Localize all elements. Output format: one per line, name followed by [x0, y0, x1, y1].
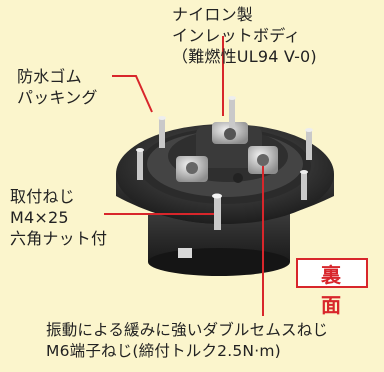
leader-lines: [104, 36, 264, 316]
leader-rubber-packing: [112, 75, 153, 113]
label-terminal-screw: 振動による緩みに強いダブルセムスねじ M6端子ねじ(締付トルク2.5N·m): [46, 321, 329, 360]
rear-side-badge: 裏 面: [296, 258, 368, 317]
label-nylon-body: ナイロン製 インレットボディ （難燃性UL94 V-0): [172, 5, 317, 66]
label-mounting-screw: 取付ねじ M4×25 六角ナット付: [10, 187, 108, 248]
mounting-bolts: [136, 96, 313, 230]
label-rubber-packing: 防水ゴム パッキング: [17, 67, 98, 107]
inlet-base: [148, 214, 290, 276]
inlet-core: [168, 122, 288, 183]
